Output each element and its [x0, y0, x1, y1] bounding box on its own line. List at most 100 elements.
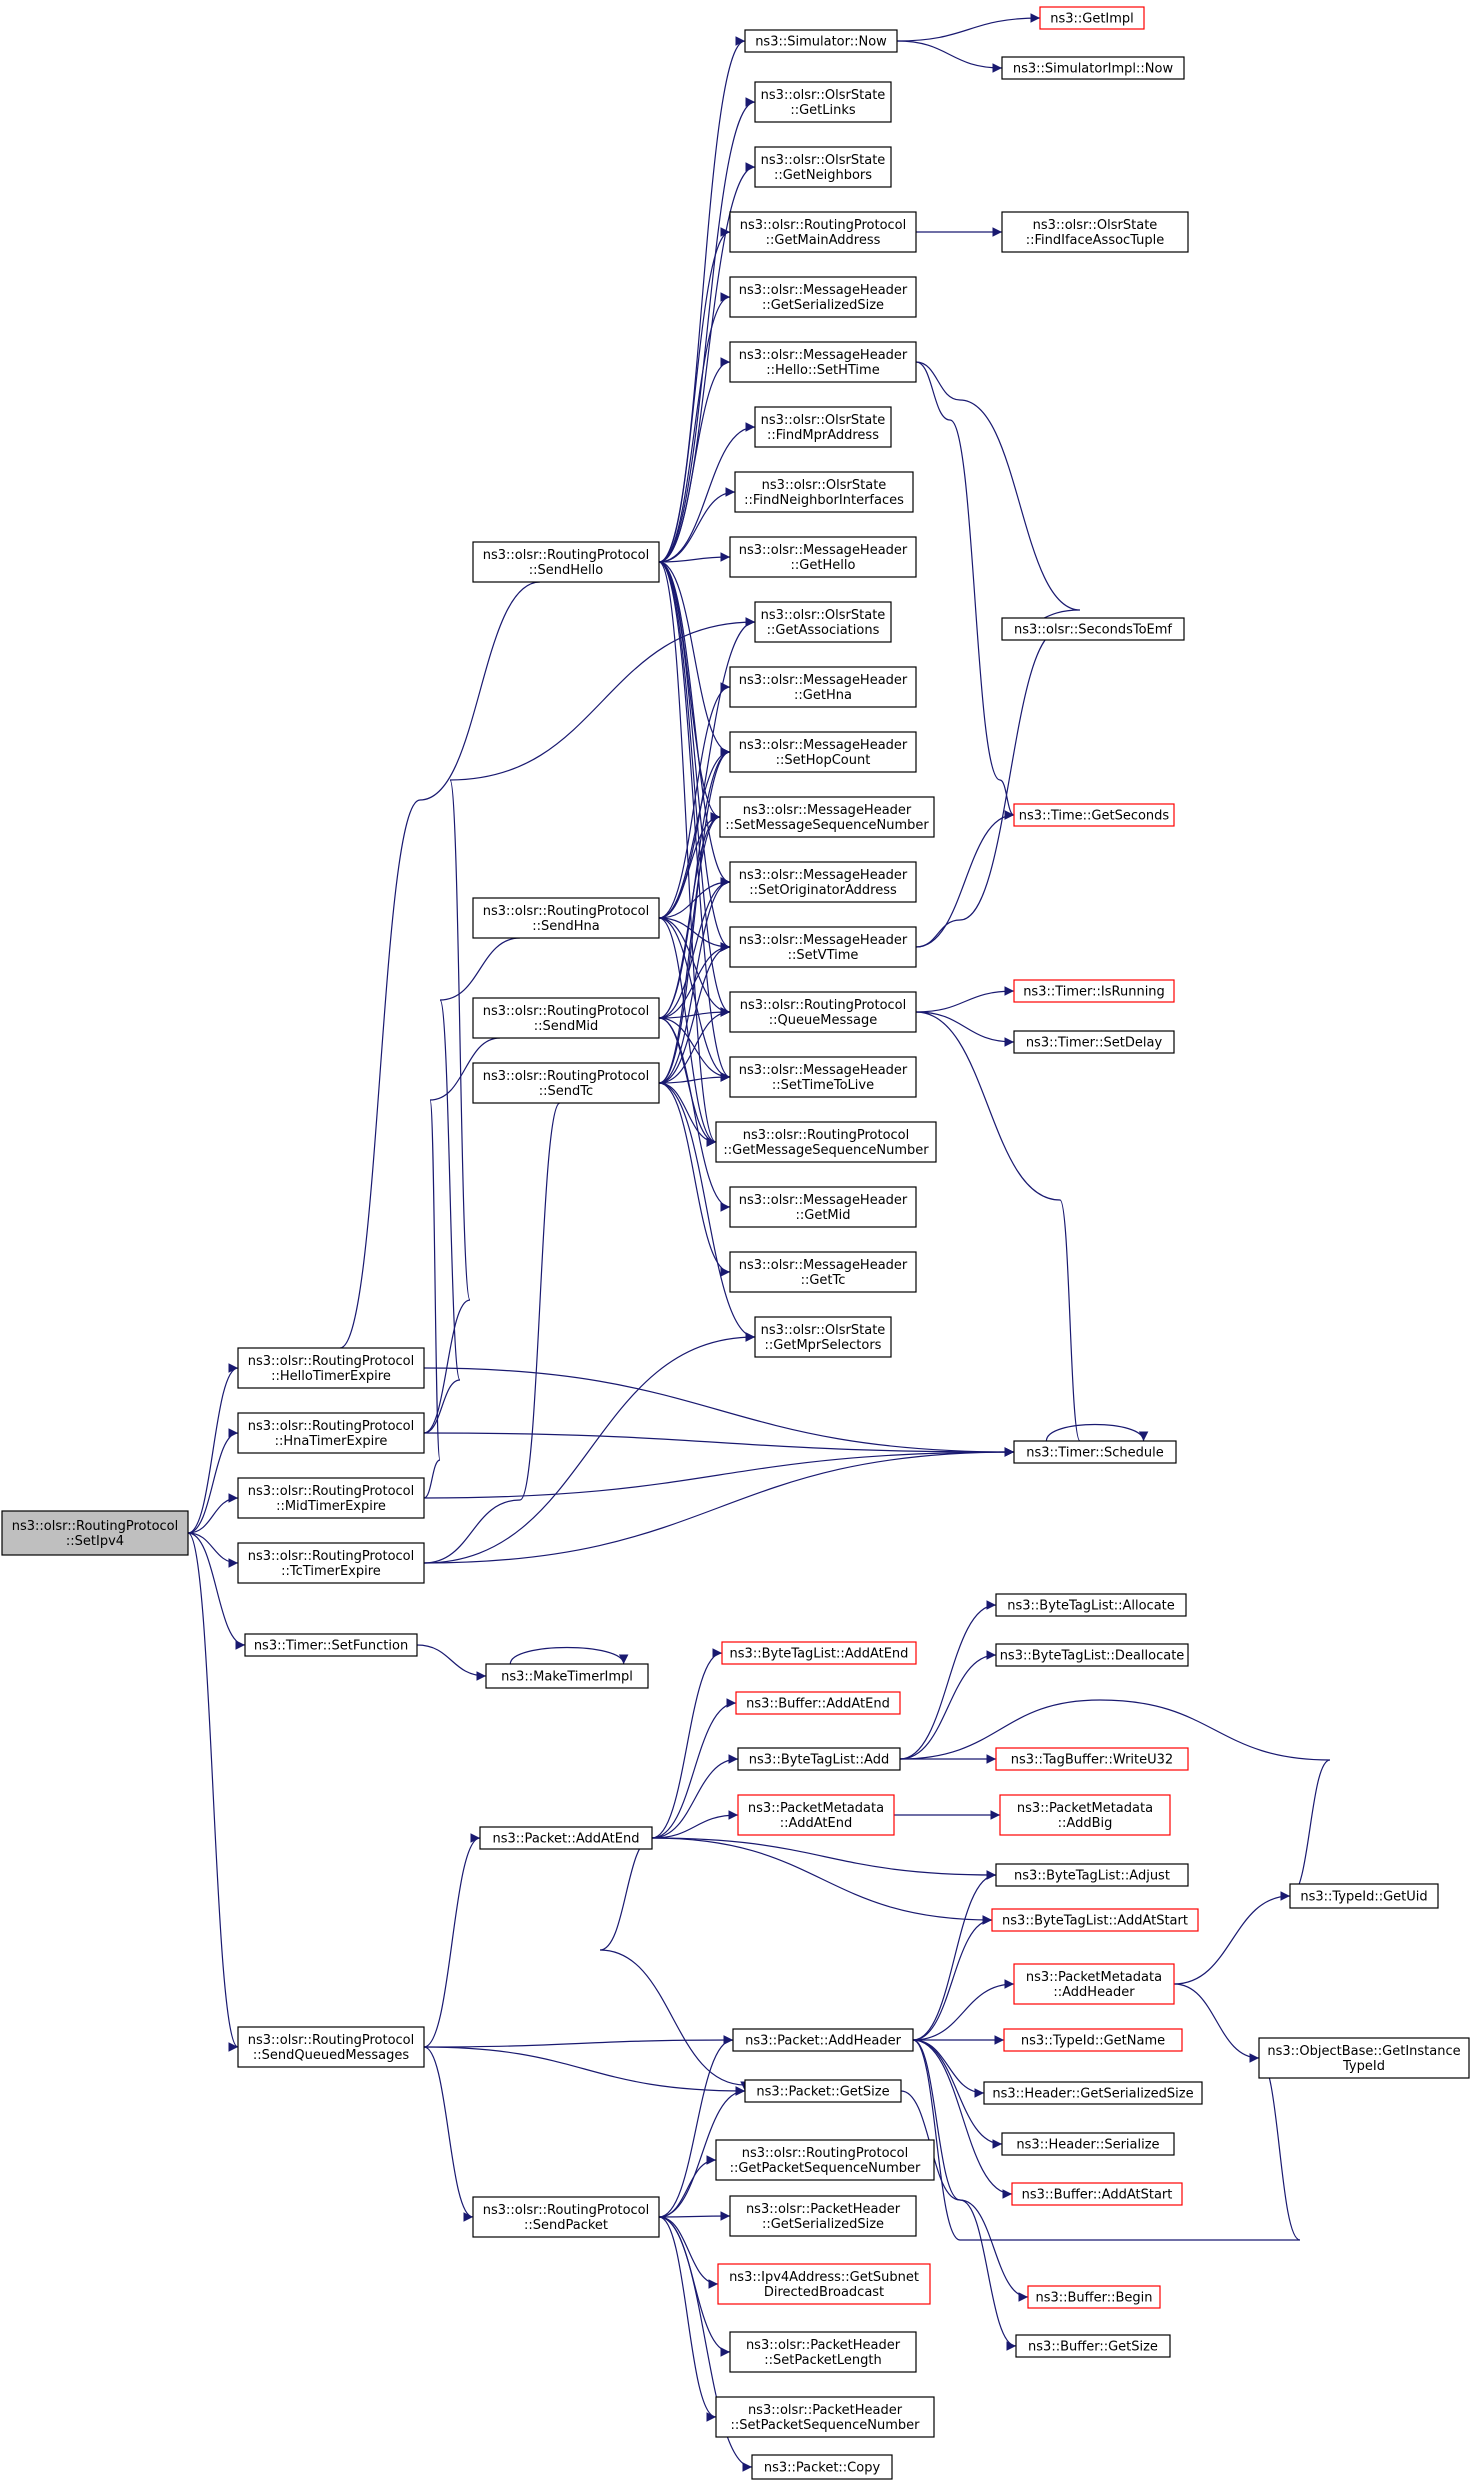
node-findmpr[interactable]: ns3::olsr::OlsrState::FindMprAddress	[754, 406, 892, 448]
node-mid-te[interactable]: ns3::olsr::RoutingProtocol::MidTimerExpi…	[237, 1477, 425, 1519]
node-getmprsel[interactable]: ns3::olsr::OlsrState::GetMprSelectors	[754, 1316, 892, 1358]
node-label-line: ::SetOriginatorAddress	[749, 883, 897, 898]
node-findneighif[interactable]: ns3::olsr::OlsrState::FindNeighborInterf…	[734, 471, 914, 513]
node-typeid-getuid[interactable]: ns3::TypeId::GetUid	[1289, 1883, 1439, 1909]
node-isrunning[interactable]: ns3::Timer::IsRunning	[1013, 979, 1175, 1003]
node-findiface[interactable]: ns3::olsr::OlsrState::FindIfaceAssocTupl…	[1001, 211, 1189, 253]
node-getmain[interactable]: ns3::olsr::RoutingProtocol::GetMainAddre…	[729, 211, 917, 253]
edge-hello_te-to-schedule	[423, 1367, 1015, 1457]
node-pm-addheader[interactable]: ns3::PacketMetadata::AddHeader	[1013, 1963, 1175, 2005]
node-box	[237, 1347, 425, 1389]
node-btl-addatend[interactable]: ns3::ByteTagList::AddAtEnd	[721, 1641, 917, 1665]
node-buf-addatstart[interactable]: ns3::Buffer::AddAtStart	[1011, 2182, 1183, 2206]
node-setorig[interactable]: ns3::olsr::MessageHeader::SetOriginatorA…	[729, 861, 917, 903]
node-getlinks[interactable]: ns3::olsr::OlsrState::GetLinks	[754, 81, 892, 123]
node-makeimpl[interactable]: ns3::MakeTimerImpl	[485, 1663, 649, 1689]
node-ph-gss[interactable]: ns3::olsr::PacketHeader::GetSerializedSi…	[729, 2195, 917, 2237]
node-tc-te[interactable]: ns3::olsr::RoutingProtocol::TcTimerExpir…	[237, 1542, 425, 1584]
node-hello-te[interactable]: ns3::olsr::RoutingProtocol::HelloTimerEx…	[237, 1347, 425, 1389]
node-pkt-addheader[interactable]: ns3::Packet::AddHeader	[732, 2028, 914, 2052]
node-setdelay[interactable]: ns3::Timer::SetDelay	[1013, 1030, 1175, 1054]
node-getimpl[interactable]: ns3::GetImpl	[1039, 6, 1145, 30]
node-mh-gss[interactable]: ns3::olsr::MessageHeader::GetSerializedS…	[729, 276, 917, 318]
node-simimplnow[interactable]: ns3::SimulatorImpl::Now	[1001, 56, 1185, 80]
edge-sendhello-to-getmain	[658, 227, 731, 563]
node-hdr-serialize[interactable]: ns3::Header::Serialize	[1001, 2132, 1175, 2156]
node-label-line: ns3::PacketMetadata	[1017, 1801, 1153, 1816]
node-label-line: ::GetNeighbors	[774, 168, 872, 183]
node-schedule[interactable]: ns3::Timer::Schedule	[1013, 1440, 1177, 1464]
node-addatend[interactable]: ns3::Packet::AddAtEnd	[479, 1826, 653, 1850]
node-pkt-getsize[interactable]: ns3::Packet::GetSize	[744, 2079, 902, 2103]
node-label-line: ns3::olsr::MessageHeader	[739, 348, 908, 363]
node-pm-addatend[interactable]: ns3::PacketMetadata::AddAtEnd	[737, 1794, 895, 1836]
node-label-line: ns3::olsr::RoutingProtocol	[483, 904, 650, 919]
edge-root-to-hna_te	[187, 1428, 239, 1534]
node-box	[1001, 617, 1185, 641]
node-buf-begin[interactable]: ns3::Buffer::Begin	[1027, 2285, 1161, 2309]
node-ipv4-subnet[interactable]: ns3::Ipv4Address::GetSubnetDirectedBroad…	[717, 2263, 931, 2305]
node-getassoc[interactable]: ns3::olsr::OlsrState::GetAssociations	[754, 601, 892, 643]
node-getmsn[interactable]: ns3::olsr::RoutingProtocol::GetMessageSe…	[715, 1121, 937, 1163]
edge-sendhello-to-gethello	[658, 552, 731, 563]
edge-queuemsg-to-schedule	[915, 1011, 1081, 1457]
node-tb-writeu32[interactable]: ns3::TagBuffer::WriteU32	[995, 1747, 1189, 1771]
node-hna-te[interactable]: ns3::olsr::RoutingProtocol::HnaTimerExpi…	[237, 1412, 425, 1454]
node-ph-setpsn[interactable]: ns3::olsr::PacketHeader::SetPacketSequen…	[715, 2396, 935, 2438]
node-hdr-gss[interactable]: ns3::Header::GetSerializedSize	[983, 2081, 1203, 2105]
node-getneigh[interactable]: ns3::olsr::OlsrState::GetNeighbors	[754, 146, 892, 188]
node-box	[472, 2196, 660, 2238]
node-label-line: ns3::olsr::PacketHeader	[746, 2338, 901, 2353]
node-sethop[interactable]: ns3::olsr::MessageHeader::SetHopCount	[729, 731, 917, 773]
edge-schedule-self-loop	[1045, 1423, 1149, 1442]
node-box	[995, 1593, 1187, 1617]
node-sethtime[interactable]: ns3::olsr::MessageHeader::Hello::SetHTim…	[729, 341, 917, 383]
node-getseconds[interactable]: ns3::Time::GetSeconds	[1013, 803, 1175, 827]
node-label-line: ::SetMessageSequenceNumber	[725, 818, 929, 833]
node-btl-adjust[interactable]: ns3::ByteTagList::Adjust	[995, 1863, 1189, 1887]
edge-sendmid-to-setorig	[658, 877, 731, 1019]
node-box	[1289, 1883, 1439, 1909]
node-root[interactable]: ns3::olsr::RoutingProtocol::SetIpv4	[1, 1510, 189, 1556]
node-typeid-getname[interactable]: ns3::TypeId::GetName	[1003, 2028, 1183, 2052]
node-label-line: ::AddAtEnd	[780, 1816, 852, 1831]
edge-pm_addheader-to-typeid_getuid	[1173, 1891, 1291, 1985]
node-getpsn[interactable]: ns3::olsr::RoutingProtocol::GetPacketSeq…	[715, 2139, 935, 2181]
node-btl-dealloc[interactable]: ns3::ByteTagList::Deallocate	[995, 1643, 1189, 1667]
node-setttl[interactable]: ns3::olsr::MessageHeader::SetTimeToLive	[729, 1056, 917, 1098]
node-setmsn[interactable]: ns3::olsr::MessageHeader::SetMessageSequ…	[719, 796, 935, 838]
node-pm-addbig[interactable]: ns3::PacketMetadata::AddBig	[999, 1794, 1171, 1836]
node-setvtime[interactable]: ns3::olsr::MessageHeader::SetVTime	[729, 926, 917, 968]
edge-sethtime-to-getseconds	[915, 361, 1015, 820]
node-ph-setlen[interactable]: ns3::olsr::PacketHeader::SetPacketLength	[729, 2331, 917, 2373]
node-getmid[interactable]: ns3::olsr::MessageHeader::GetMid	[729, 1186, 917, 1228]
node-box	[1027, 2285, 1161, 2309]
node-btl-addatstart[interactable]: ns3::ByteTagList::AddAtStart	[991, 1908, 1199, 1932]
node-box	[1015, 2334, 1171, 2358]
node-btl-alloc[interactable]: ns3::ByteTagList::Allocate	[995, 1593, 1187, 1617]
node-queuemsg[interactable]: ns3::olsr::RoutingProtocol::QueueMessage	[729, 991, 917, 1033]
node-label-line: ns3::olsr::OlsrState	[761, 153, 886, 168]
node-label-line: ns3::PacketMetadata	[748, 1801, 884, 1816]
node-sendpacket[interactable]: ns3::olsr::RoutingProtocol::SendPacket	[472, 2196, 660, 2238]
node-sendhna[interactable]: ns3::olsr::RoutingProtocol::SendHna	[472, 897, 660, 939]
node-secstoemf[interactable]: ns3::olsr::SecondsToEmf	[1001, 617, 1185, 641]
node-gettc[interactable]: ns3::olsr::MessageHeader::GetTc	[729, 1251, 917, 1293]
node-btl-add[interactable]: ns3::ByteTagList::Add	[737, 1747, 901, 1771]
node-box	[732, 2028, 914, 2052]
node-gethello[interactable]: ns3::olsr::MessageHeader::GetHello	[729, 536, 917, 578]
node-pkt-copy[interactable]: ns3::Packet::Copy	[751, 2454, 893, 2480]
node-setfunc[interactable]: ns3::Timer::SetFunction	[244, 1633, 418, 1657]
node-buf-addatend[interactable]: ns3::Buffer::AddAtEnd	[735, 1691, 901, 1715]
node-buf-getsize[interactable]: ns3::Buffer::GetSize	[1015, 2334, 1171, 2358]
node-sendmid[interactable]: ns3::olsr::RoutingProtocol::SendMid	[472, 997, 660, 1039]
node-gethna[interactable]: ns3::olsr::MessageHeader::GetHna	[729, 666, 917, 708]
node-sendhello[interactable]: ns3::olsr::RoutingProtocol::SendHello	[472, 541, 660, 583]
node-sendtc[interactable]: ns3::olsr::RoutingProtocol::SendTc	[472, 1062, 660, 1104]
node-simnow[interactable]: ns3::Simulator::Now	[744, 29, 898, 53]
node-label-line: ns3::Timer::IsRunning	[1023, 985, 1165, 1000]
node-sqm[interactable]: ns3::olsr::RoutingProtocol::SendQueuedMe…	[237, 2026, 425, 2068]
node-label-line: ns3::Timer::SetFunction	[254, 1639, 408, 1654]
